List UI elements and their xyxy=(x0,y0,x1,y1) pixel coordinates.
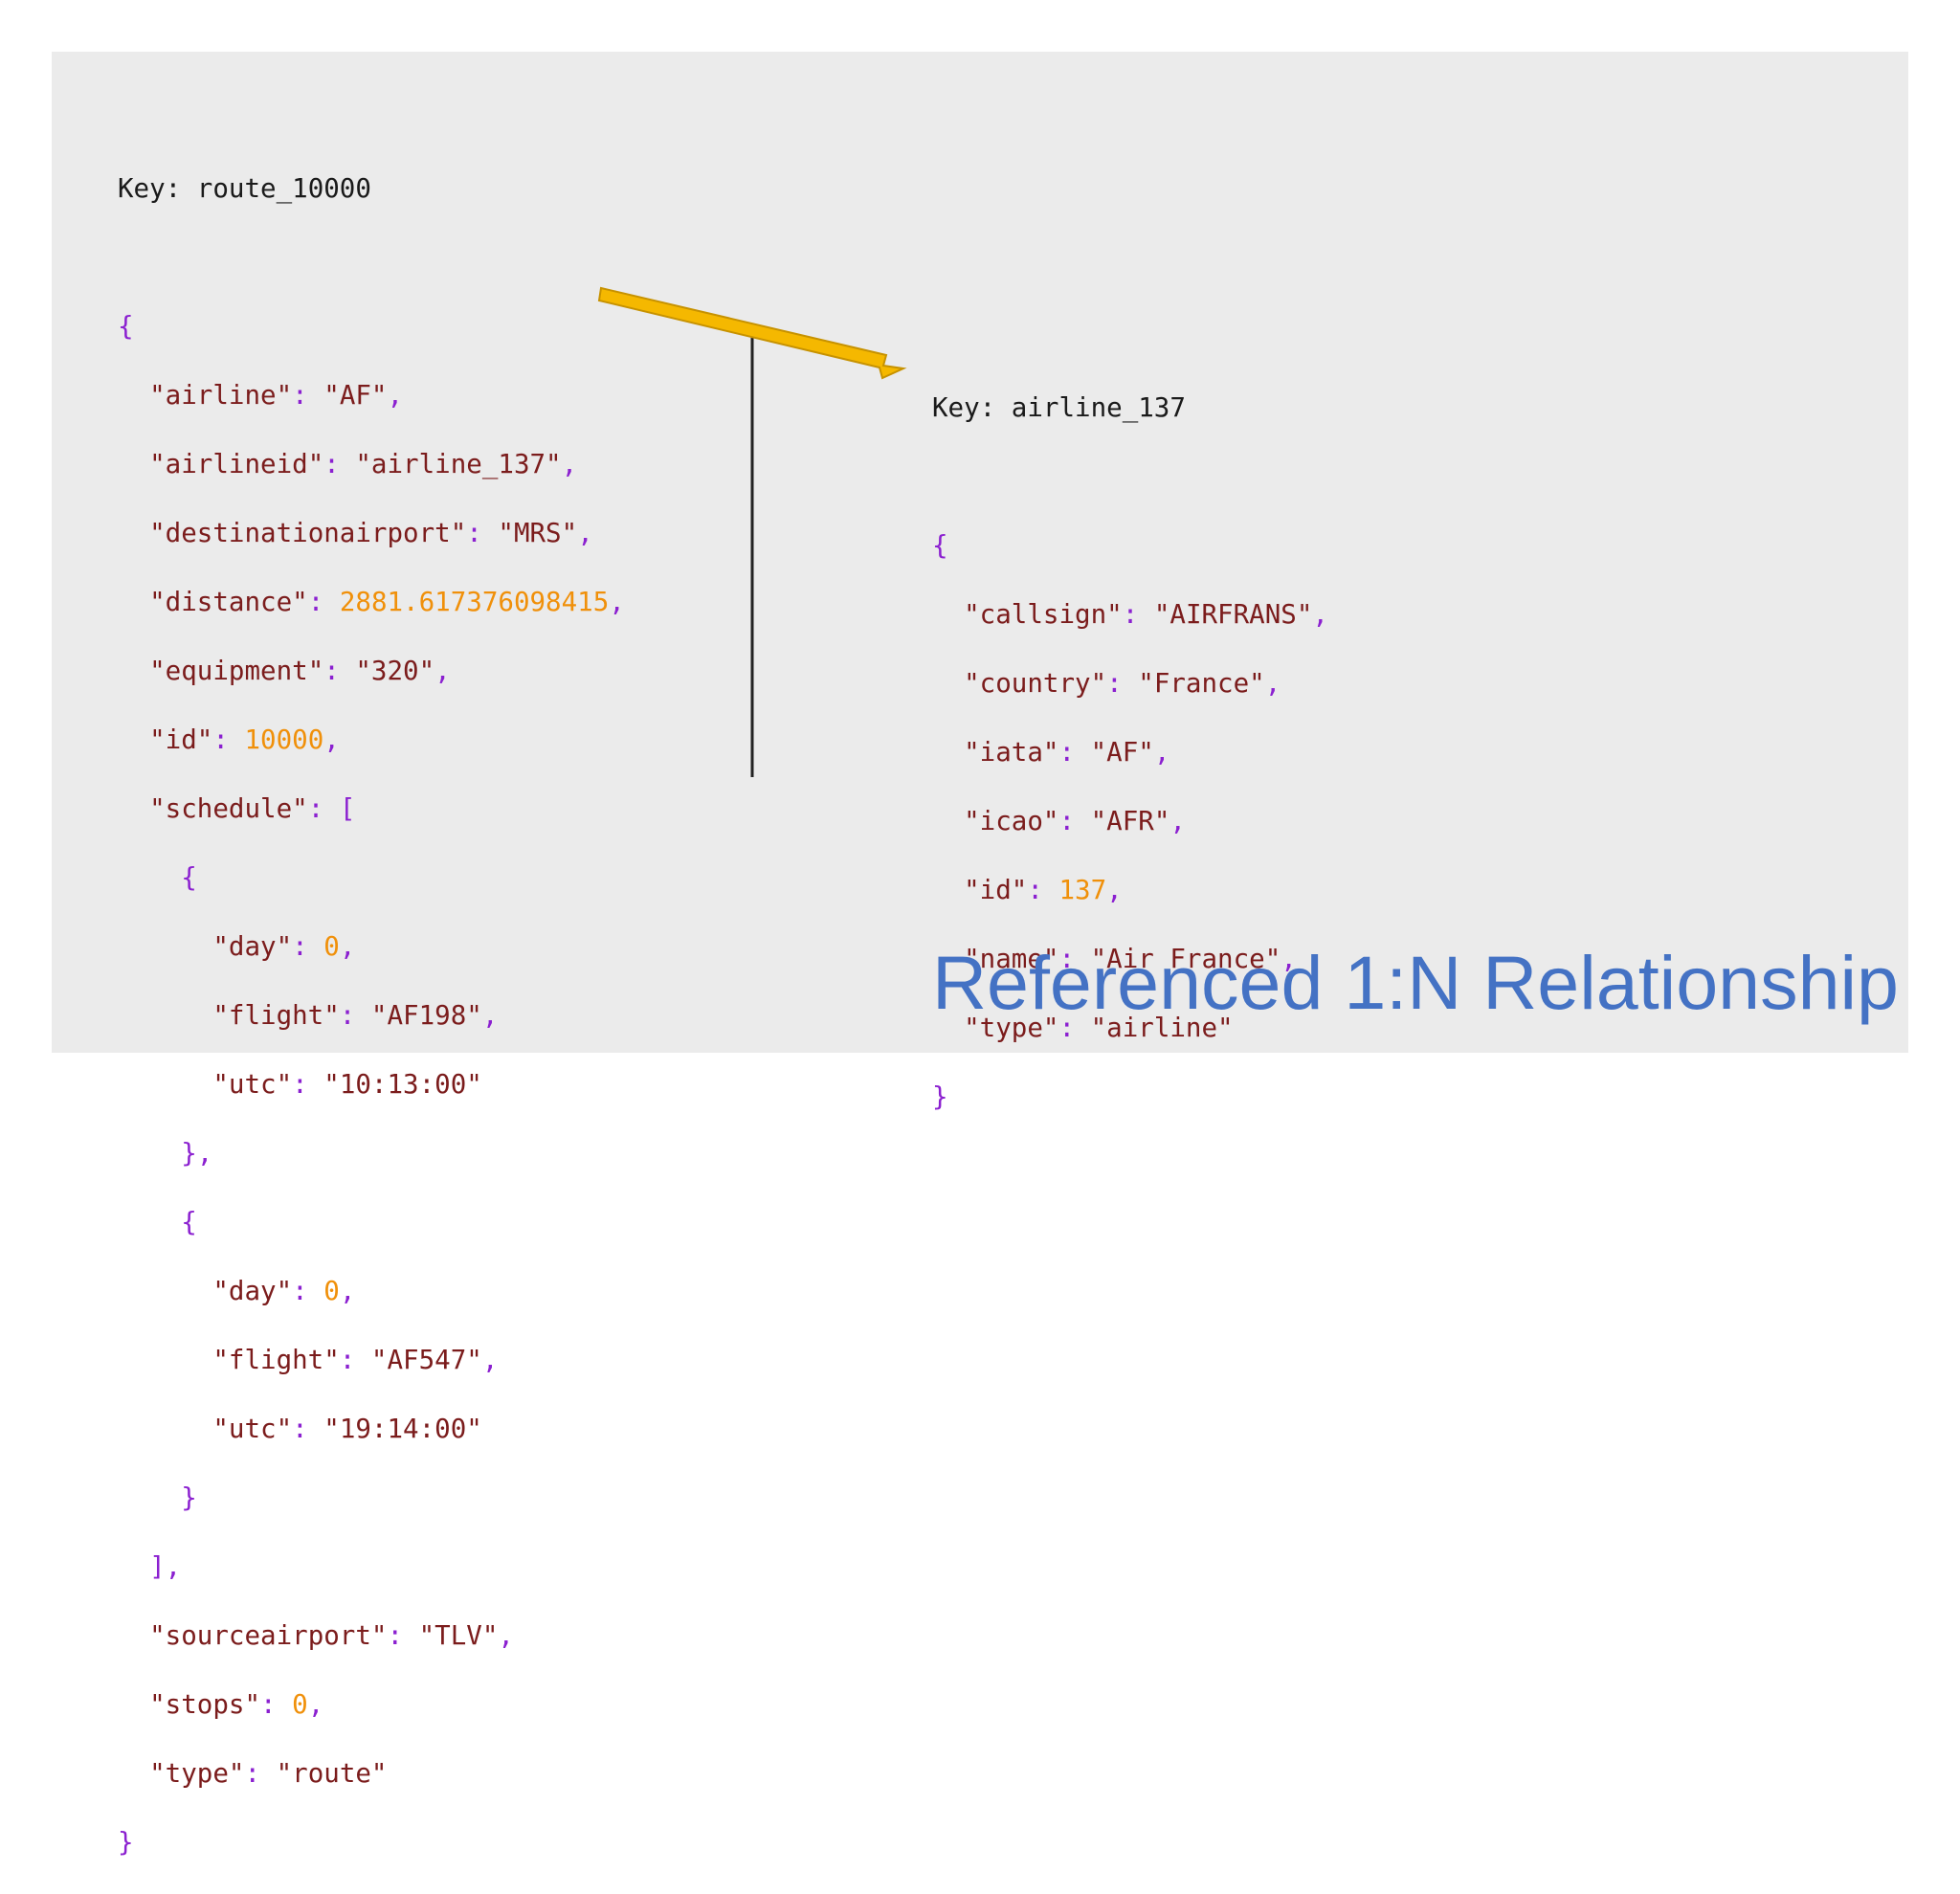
route-key-label: Key: xyxy=(118,173,182,204)
slide-title: Referenced 1:N Relationship xyxy=(931,940,1899,1025)
field-id: "id": 10000, xyxy=(149,724,340,755)
schedule-1-flight: "flight": "AF547", xyxy=(212,1345,499,1375)
field-sourceairport: "sourceairport": "TLV", xyxy=(149,1620,514,1651)
field-equipment: "equipment": "320", xyxy=(149,656,451,686)
airline-field-name: "name": "Air France", xyxy=(964,944,1297,974)
airline-key-value: airline_137 xyxy=(1011,392,1186,423)
field-destinationairport: "destinationairport": "MRS", xyxy=(149,518,593,548)
field-type: "type": "route" xyxy=(149,1758,388,1789)
airline-key-line: Key: airline_137 xyxy=(932,390,1328,425)
field-airlineid: "airlineid": "airline_137", xyxy=(149,449,578,479)
field-distance: "distance": 2881.617376098415, xyxy=(149,587,625,617)
airline-document: Key: airline_137 { "callsign": "AIRFRANS… xyxy=(932,356,1328,1148)
route-close-brace: } xyxy=(118,1827,134,1858)
route-document: Key: route_10000 { "airline": "AF", "air… xyxy=(118,171,625,1858)
airline-close-brace: } xyxy=(932,1081,948,1112)
route-key-line: Key: route_10000 xyxy=(118,171,625,206)
field-stops: "stops": 0, xyxy=(149,1689,324,1720)
field-schedule: "schedule": [ xyxy=(149,793,356,824)
airline-field-iata: "iata": "AF", xyxy=(964,737,1170,768)
airline-open-brace: { xyxy=(932,530,948,561)
airline-field-type: "type": "airline" xyxy=(964,1013,1234,1043)
schedule-1-utc: "utc": "19:14:00" xyxy=(212,1414,482,1444)
airline-field-callsign: "callsign": "AIRFRANS", xyxy=(964,599,1328,630)
route-open-brace: { xyxy=(118,311,134,342)
airline-field-id: "id": 137, xyxy=(964,875,1123,905)
airline-field-icao: "icao": "AFR", xyxy=(964,806,1186,836)
schedule-0-day: "day": 0, xyxy=(212,931,356,962)
airline-field-country: "country": "France", xyxy=(964,668,1281,699)
schedule-0-utc: "utc": "10:13:00" xyxy=(212,1069,482,1100)
slide-background xyxy=(52,52,1908,1053)
airline-key-label: Key: xyxy=(932,392,996,423)
schedule-1-day: "day": 0, xyxy=(212,1276,356,1306)
schedule-0-flight: "flight": "AF198", xyxy=(212,1000,499,1031)
field-airline: "airline": "AF", xyxy=(149,380,404,411)
route-key-value: route_10000 xyxy=(196,173,371,204)
